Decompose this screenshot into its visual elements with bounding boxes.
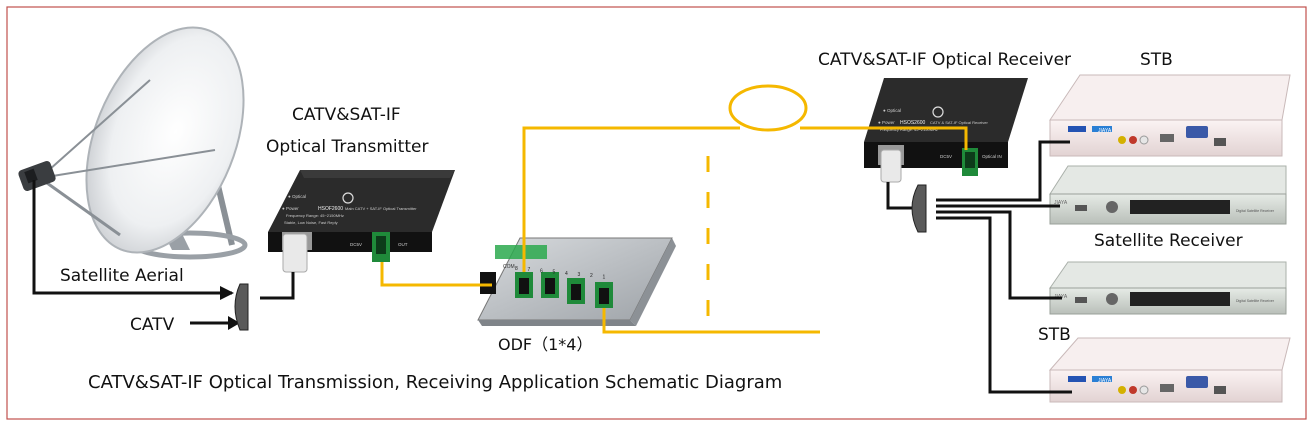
combiner-icon	[234, 283, 249, 331]
tx-model: HSOF2600	[318, 206, 343, 212]
rx-power-led: ● Power	[878, 120, 895, 125]
stb-top-brand: JIAYA	[1098, 128, 1112, 134]
stb-bottom-label: STB	[1038, 325, 1071, 345]
optical-fibers	[380, 84, 968, 334]
stb-bottom-brand: JIAYA	[1098, 378, 1112, 384]
transmitter-label-line2: Optical Transmitter	[266, 137, 429, 157]
transmitter-label-line1: CATV&SAT-IF	[292, 105, 401, 125]
odf-label: ODF（1*4）	[498, 335, 593, 354]
rx-desc: CATV & SAT-IF Optical Receiver	[930, 120, 989, 125]
odf-com-label: COM	[503, 264, 515, 270]
satellite-receiver-2-device	[1049, 261, 1287, 315]
aerial-arrow-head	[220, 286, 234, 300]
tx-logo-icon	[342, 192, 354, 204]
optical-transmitter-device	[268, 170, 455, 273]
odf-ports	[480, 272, 613, 308]
rx-dc: DC5V	[940, 154, 952, 159]
box1-tag: Digital Satellite Receiver	[1236, 209, 1275, 213]
tx-power-led: ● Power	[282, 206, 299, 211]
catv-arrow-head	[228, 316, 240, 330]
stb-bottom-device	[1048, 337, 1291, 403]
satellite-receiver-1-device	[1049, 165, 1287, 225]
diagram-border	[6, 6, 1307, 420]
odf-port-label: 7	[528, 267, 531, 273]
odf-port-label: 8	[515, 266, 518, 272]
receiver-label: CATV&SAT-IF Optical Receiver	[818, 50, 1072, 70]
odf-port-label: 1	[603, 274, 606, 280]
odf-port-label: 4	[565, 271, 568, 277]
odf-port-label: 3	[578, 272, 581, 278]
splitter-icon	[911, 184, 927, 233]
rx-optical-in: Optical IN	[982, 154, 1002, 159]
tx-out: OUT	[398, 242, 408, 247]
odf-port-label: 5	[553, 270, 556, 276]
satellite-aerial-label: Satellite Aerial	[60, 266, 184, 286]
satellite-dish-icon	[18, 26, 248, 260]
optical-receiver-device	[864, 78, 1028, 183]
diagram-title: CATV&SAT-IF Optical Transmission, Receiv…	[88, 372, 783, 393]
odf-port-labels: 8 7 6 5 4 3 2 1	[515, 266, 606, 280]
tx-feature: Stable, Low Noise, Fast Reply	[284, 220, 338, 225]
rx-model: HSOS2600	[900, 120, 926, 126]
odf-port-label: 2	[590, 273, 593, 279]
odf-port-label: 6	[540, 268, 543, 274]
tx-optical-led: ● Optical	[288, 194, 306, 199]
box2-tag: Digital Satellite Receiver	[1236, 299, 1275, 303]
rx-logo-icon	[932, 106, 944, 118]
stb-top-device	[1049, 74, 1291, 157]
box1-brand: JIAYA	[1054, 200, 1068, 206]
satellite-receiver-label: Satellite Receiver	[1094, 231, 1243, 251]
rx-optical-led: ● Optical	[883, 108, 901, 113]
tx-range: Frequency Range: 45~2150MHz	[286, 213, 344, 218]
stb-top-label: STB	[1140, 50, 1173, 70]
tx-dc: DC5V	[350, 242, 362, 247]
coax-cables	[32, 140, 1072, 394]
tx-desc: Main CATV + SAT-IF Optical Transmitter	[345, 206, 417, 211]
catv-label: CATV	[130, 315, 175, 335]
